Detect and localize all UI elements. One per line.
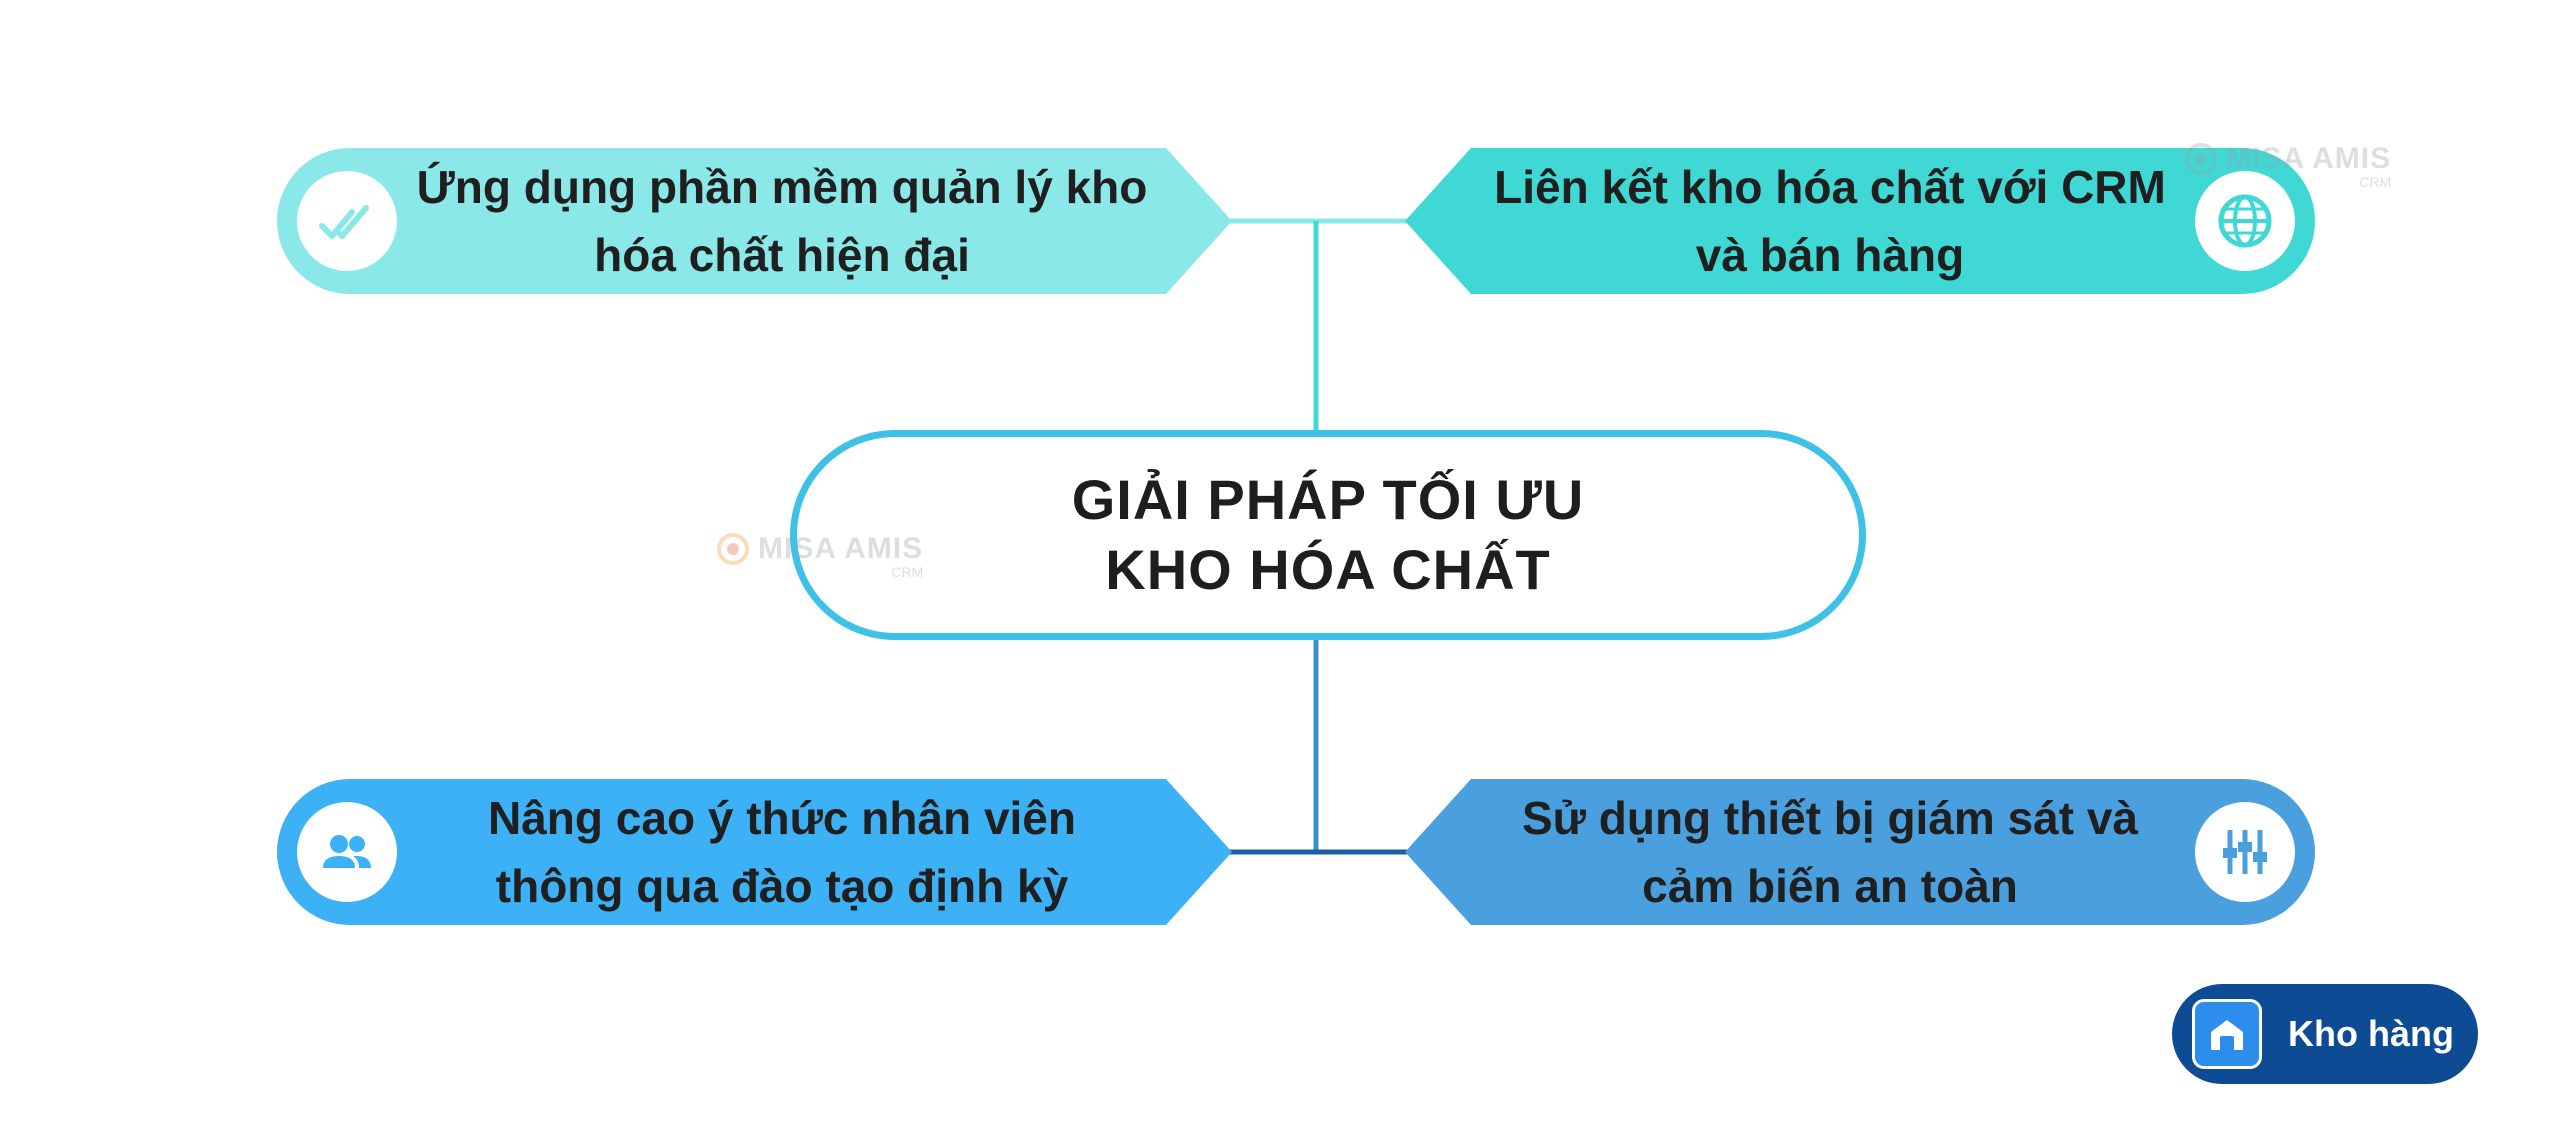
central-topic: GIẢI PHÁP TỐI ƯU KHO HÓA CHẤT <box>790 430 1866 640</box>
solution-crm-link: Liên kết kho hóa chất với CRM và bán hàn… <box>1405 148 2315 294</box>
solution-safety-sensors: Sử dụng thiết bị giám sát và cảm biến an… <box>1405 779 2315 925</box>
solution-text: Ứng dụng phần mềm quản lý kho hóa chất h… <box>416 161 1148 281</box>
globe-icon <box>2195 171 2295 271</box>
brand-watermark-top: MISA AMIS CRM <box>2184 142 2391 190</box>
brand-logo-icon <box>2185 143 2217 175</box>
solution-text: Nâng cao ý thức nhân viên thông qua đào … <box>488 792 1076 912</box>
warehouse-icon <box>2192 999 2262 1069</box>
double-check-icon <box>297 171 397 271</box>
central-topic-title: GIẢI PHÁP TỐI ƯU KHO HÓA CHẤT <box>1071 468 1585 601</box>
brand-watermark-center: MISA AMIS CRM <box>716 532 923 580</box>
sliders-icon <box>2195 802 2295 902</box>
people-icon <box>297 802 397 902</box>
category-badge[interactable]: Kho hàng <box>2172 984 2478 1084</box>
solution-staff-training: Nâng cao ý thức nhân viên thông qua đào … <box>277 779 1232 925</box>
solution-modern-software: Ứng dụng phần mềm quản lý kho hóa chất h… <box>277 148 1232 294</box>
badge-label: Kho hàng <box>2288 1013 2454 1054</box>
solution-text: Liên kết kho hóa chất với CRM và bán hàn… <box>1494 161 2166 281</box>
solution-text: Sử dụng thiết bị giám sát và cảm biến an… <box>1521 792 2139 912</box>
brand-logo-icon <box>717 533 749 565</box>
